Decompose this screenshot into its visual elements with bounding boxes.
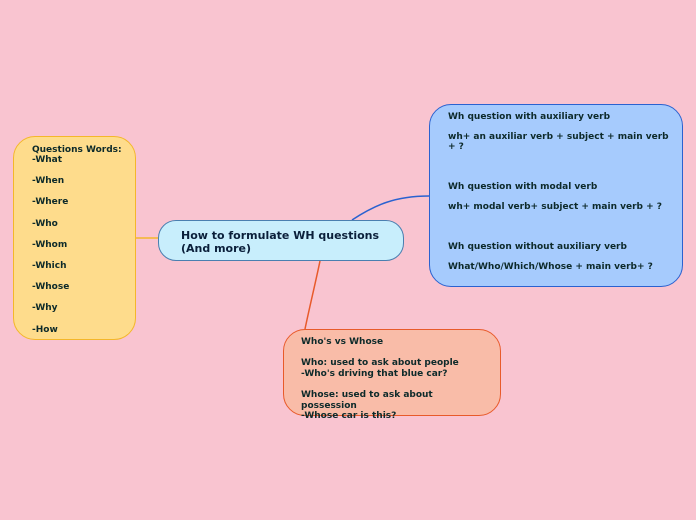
whos-vs-whose-line [301,348,490,359]
wh-structure-line [448,252,672,262]
whos-vs-whose-line: Who's vs Whose [301,337,384,347]
wh-structure-line: Wh question without auxiliary verb [448,242,627,252]
wh-structure-line [448,172,672,182]
whos-vs-whose-line: -Whose car is this? [301,411,397,422]
whos-vs-whose-line: Who: used to ask about people [301,358,459,369]
connector-to-whos-vs-whose [304,260,321,330]
question-word-item: -Whom [32,239,68,250]
wh-structure-line [448,212,672,222]
question-words-title: Questions Words: [32,145,122,155]
wh-structures-node[interactable]: Wh question with auxiliary verb wh+ an au… [429,104,683,287]
central-topic-subtitle: (And more) [181,242,252,255]
question-word-item: -Whose [32,282,70,293]
wh-structure-line: wh+ an auxiliar verb + subject + main ve… [448,132,669,142]
whos-vs-whose-line [301,379,490,390]
wh-structure-line [448,152,672,162]
wh-structure-line [448,192,672,202]
question-words-list: -What -When -Where -Who -Whom -Which -Whose -Wh… [32,155,129,335]
question-word-item: -How [32,324,58,335]
wh-structure-line [448,162,672,172]
wh-structure-line: wh+ modal verb+ subject + main verb + ? [448,202,663,212]
wh-structures-text: Wh question with auxiliary verb wh+ an au… [448,112,672,272]
connector-to-wh-structures [351,195,430,221]
whos-vs-whose-line: -Who's driving that blue car? [301,368,448,379]
question-word-item: -Which [32,260,67,271]
central-topic-node[interactable]: How to formulate WH questions (And more) [158,220,404,261]
question-word-item: -Why [32,303,58,314]
wh-structure-line: Wh question with auxiliary verb [448,112,611,122]
question-word-item: -Who [32,218,58,229]
question-word-item: -When [32,176,65,187]
wh-structure-line: + ? [448,142,464,152]
question-word-item: -What [32,155,63,165]
question-word-item: -Where [32,197,69,208]
question-words-node[interactable]: Questions Words: -What-When-Where-Who-Wh… [13,136,136,340]
central-topic-title: How to formulate WH questions [181,229,380,242]
wh-structure-line: Wh question with modal verb [448,182,598,192]
wh-structure-line [448,122,672,132]
whos-vs-whose-line: Whose: used to ask about possession [301,389,433,411]
wh-structure-line: What/Who/Which/Whose + main verb+ ? [448,262,653,272]
wh-structure-line [448,222,672,232]
wh-structure-line [448,232,672,242]
